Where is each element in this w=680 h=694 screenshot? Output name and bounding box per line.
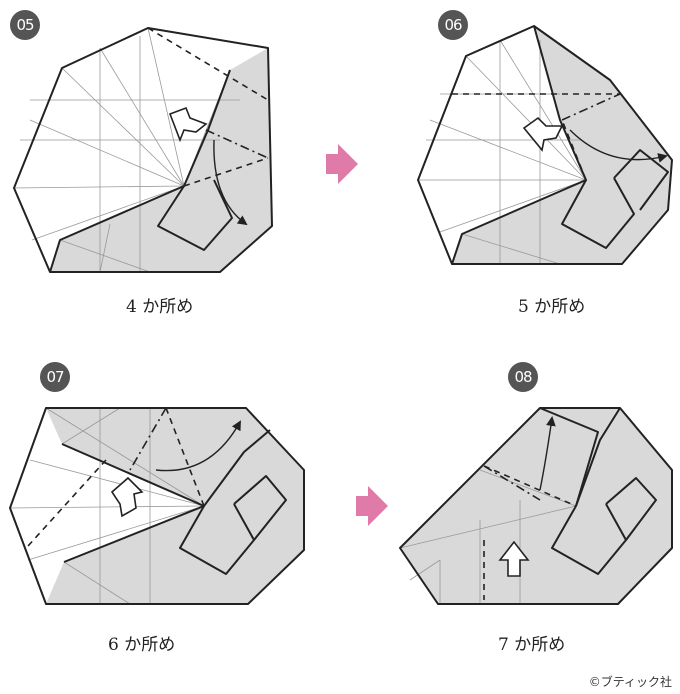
next-arrow-icon [326, 144, 358, 184]
hand-pointer-icon [168, 106, 208, 143]
step-05-diagram [13, 27, 273, 273]
step-08-diagram [399, 407, 673, 605]
step-badge: 05 [10, 10, 40, 40]
step-badge: 07 [40, 362, 70, 392]
step-caption: 7 か所め [498, 635, 566, 655]
step-07-diagram [9, 407, 305, 605]
step-badge: 08 [508, 362, 538, 392]
step-caption: 5 か所め [518, 297, 586, 317]
step-caption: 4 か所め [126, 297, 194, 317]
next-arrow-icon-2 [356, 486, 388, 526]
step-caption: 6 か所め [108, 635, 176, 655]
hand-pointer-icon-07 [110, 476, 144, 518]
step-06-diagram [417, 25, 673, 265]
hand-pointer-icon-08 [498, 540, 530, 577]
copyright-credit: ©ブティック社 [588, 675, 672, 689]
hand-pointer-icon-06 [522, 116, 564, 152]
step-badge: 06 [438, 10, 468, 40]
